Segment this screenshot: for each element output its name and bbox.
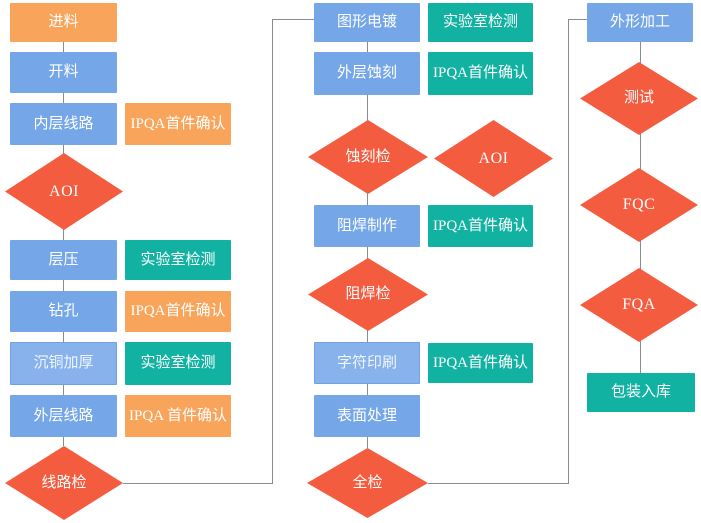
node-label: 沉铜加厚 [33, 355, 94, 372]
node-ipqa-first-article-3[interactable]: IPQA 首件确认 [125, 395, 231, 437]
node-fqa[interactable]: FQA [580, 268, 698, 342]
node-label: 开料 [48, 64, 79, 81]
node-label: 阻焊制作 [336, 217, 397, 234]
node-cutting[interactable]: 开料 [10, 52, 117, 93]
node-lab-test-1[interactable]: 实验室检测 [125, 240, 231, 280]
node-testing[interactable]: 测试 [580, 62, 698, 135]
node-label: 钻孔 [48, 303, 79, 320]
connector-to-profiling-h [568, 19, 587, 20]
node-label: IPQA首件确认 [130, 115, 226, 132]
connector-to-pattern-plating-h [272, 19, 314, 20]
node-inner-layer-circuit[interactable]: 内层线路 [10, 103, 117, 145]
node-label: 实验室检测 [140, 355, 216, 372]
node-label: 外形加工 [609, 14, 670, 31]
node-lab-test-3[interactable]: 实验室检测 [428, 3, 533, 42]
node-surface-finish[interactable]: 表面处理 [314, 395, 420, 437]
node-ipqa-first-article-2[interactable]: IPQA首件确认 [125, 291, 231, 332]
node-label: 外层线路 [33, 407, 94, 424]
node-outer-layer-etching[interactable]: 外层蚀刻 [314, 52, 420, 95]
node-label: 蚀刻检 [345, 148, 391, 165]
node-label: IPQA首件确认 [130, 303, 226, 320]
node-ipqa-first-article-1[interactable]: IPQA首件确认 [125, 103, 231, 145]
node-label: 测试 [623, 90, 654, 107]
connector-circuit-inspection-h [123, 483, 272, 484]
node-ipqa-first-article-4[interactable]: IPQA首件确认 [428, 52, 533, 95]
node-label: AOI [49, 182, 79, 200]
node-circuit-inspection[interactable]: 线路检 [5, 446, 123, 520]
node-label: 包装入库 [610, 384, 671, 401]
node-label: 全检 [352, 474, 383, 491]
connector-final-inspection-h [428, 483, 568, 484]
node-copper-deposition[interactable]: 沉铜加厚 [10, 342, 117, 385]
node-label: FQA [622, 296, 656, 314]
node-aoi-inner[interactable]: AOI [5, 153, 123, 230]
node-label: 进料 [48, 14, 79, 31]
node-etching-inspection[interactable]: 蚀刻检 [308, 120, 428, 194]
node-ipqa-first-article-5[interactable]: IPQA首件确认 [428, 205, 533, 247]
node-label: 图形电镀 [336, 14, 397, 31]
node-label: IPQA首件确认 [432, 217, 528, 234]
node-label: 线路检 [41, 474, 87, 491]
node-solder-mask-inspection[interactable]: 阻焊检 [308, 258, 428, 331]
node-profiling[interactable]: 外形加工 [587, 3, 693, 42]
node-label: 外层蚀刻 [336, 65, 397, 82]
node-outer-layer-circuit[interactable]: 外层线路 [10, 395, 117, 437]
node-label: AOI [478, 149, 509, 167]
connector-circuit-inspection-v [272, 19, 273, 484]
node-ipqa-first-article-6[interactable]: IPQA首件确认 [428, 343, 533, 383]
node-label: 阻焊检 [345, 286, 391, 303]
node-label: IPQA首件确认 [432, 354, 528, 371]
node-aoi-outer[interactable]: AOI [434, 120, 553, 197]
node-fqc[interactable]: FQC [580, 168, 698, 242]
node-silkscreen-printing[interactable]: 字符印刷 [314, 342, 420, 384]
node-material-in[interactable]: 进料 [10, 3, 117, 42]
node-label: 表面处理 [336, 407, 397, 424]
node-label: FQC [622, 196, 656, 214]
node-label: 内层线路 [33, 115, 94, 132]
node-final-inspection[interactable]: 全检 [307, 448, 428, 518]
node-packaging-warehousing[interactable]: 包装入库 [587, 373, 695, 412]
node-label: 实验室检测 [140, 251, 216, 268]
node-label: 实验室检测 [442, 14, 518, 31]
node-label: IPQA 首件确认 [129, 407, 227, 424]
node-pattern-plating[interactable]: 图形电镀 [314, 3, 420, 42]
node-label: 层压 [48, 251, 79, 268]
node-drilling[interactable]: 钻孔 [10, 291, 117, 332]
node-solder-mask[interactable]: 阻焊制作 [314, 205, 420, 247]
node-label: IPQA首件确认 [432, 65, 528, 82]
node-lab-test-2[interactable]: 实验室检测 [125, 342, 231, 385]
connector-final-inspection-v [568, 19, 569, 484]
node-label: 字符印刷 [336, 354, 397, 371]
node-lamination[interactable]: 层压 [10, 240, 117, 280]
